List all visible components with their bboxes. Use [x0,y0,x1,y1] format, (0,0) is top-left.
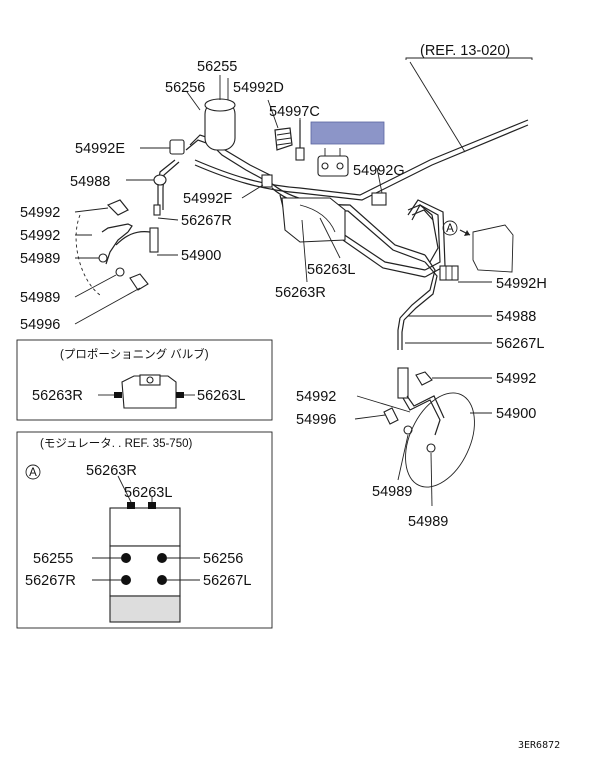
label-54997C: 54997C [269,104,320,120]
label-54988-b: 54988 [496,309,536,325]
clip-54992H [439,265,459,281]
brake-line-main [194,119,529,321]
master-cylinder [204,75,236,151]
reference-label-top: (REF. 13-020) [420,43,510,59]
hose-left [98,199,159,291]
label-54900-a: 54900 [181,248,221,264]
valve-block [317,148,349,177]
modulator-56263L: 56263L [124,485,172,501]
proportioning-right-label: 56263L [197,388,245,404]
label-54992D: 54992D [233,80,284,96]
label-54992-b: 54992 [20,228,60,244]
modulator-bracket [407,204,514,273]
svg-text:A: A [446,223,454,235]
proportioning-valve-bundle [281,197,346,243]
modulator-56267L: 56267L [203,573,251,589]
label-56263L: 56263L [307,262,355,278]
figure-code: 3ER6872 [518,740,560,751]
label-56256: 56256 [165,80,205,96]
label-56263R: 56263R [275,285,326,301]
label-54989-b: 54989 [20,290,60,306]
label-56267L: 56267L [496,336,544,352]
label-54992F: 54992F [183,191,232,207]
marker-a: A [442,220,471,236]
clip-54992E [169,139,185,155]
left-dashed-outline [75,214,101,296]
label-54996-b: 54996 [296,412,336,428]
tube-56267R [153,204,161,216]
leader-ref [409,61,466,153]
modulator-56255: 56255 [33,551,73,567]
grommet-54988 [153,174,167,186]
label-54992-c: 54992 [496,371,536,387]
clip-54992F [261,174,273,188]
modulator-inset: (モジュレータ. . REF. 35-750) A 56263R 56263L … [16,431,273,629]
proportioning-left-label: 56263R [32,388,83,404]
reference-bracket [405,57,533,60]
label-56267R: 56267R [181,213,232,229]
proportioning-title: (プロポーショニング バルブ) [60,347,209,361]
label-54992H: 54992H [496,276,547,292]
leader-lines [74,78,492,507]
modulator-56263R: 56263R [86,463,137,479]
modulator-56267R: 56267R [25,573,76,589]
brake-disc-outline [405,392,475,488]
label-54992G: 54992G [353,163,405,179]
modulator-title: (モジュレータ. . REF. 35-750) [40,437,192,450]
modulator-marker: A [29,467,37,479]
bolt-54997C [295,120,305,161]
label-54992-a: 54992 [20,205,60,221]
modulator-56256: 56256 [203,551,243,567]
label-54992-d: 54992 [296,389,336,405]
clip-54992D [274,127,293,151]
highlight-box [310,121,385,145]
label-54900-b: 54900 [496,406,536,422]
hose-right [383,317,445,453]
label-54992E: 54992E [75,141,125,157]
proportioning-valve-inset: (プロポーショニング バルブ) 56263R 56263L [16,339,273,421]
label-54988-top: 54988 [70,174,110,190]
label-54989-d: 54989 [408,514,448,530]
label-56255: 56255 [197,59,237,75]
clip-54992G [371,192,387,206]
label-54996-a: 54996 [20,317,60,333]
label-54989-a: 54989 [20,251,60,267]
label-54989-c: 54989 [372,484,412,500]
